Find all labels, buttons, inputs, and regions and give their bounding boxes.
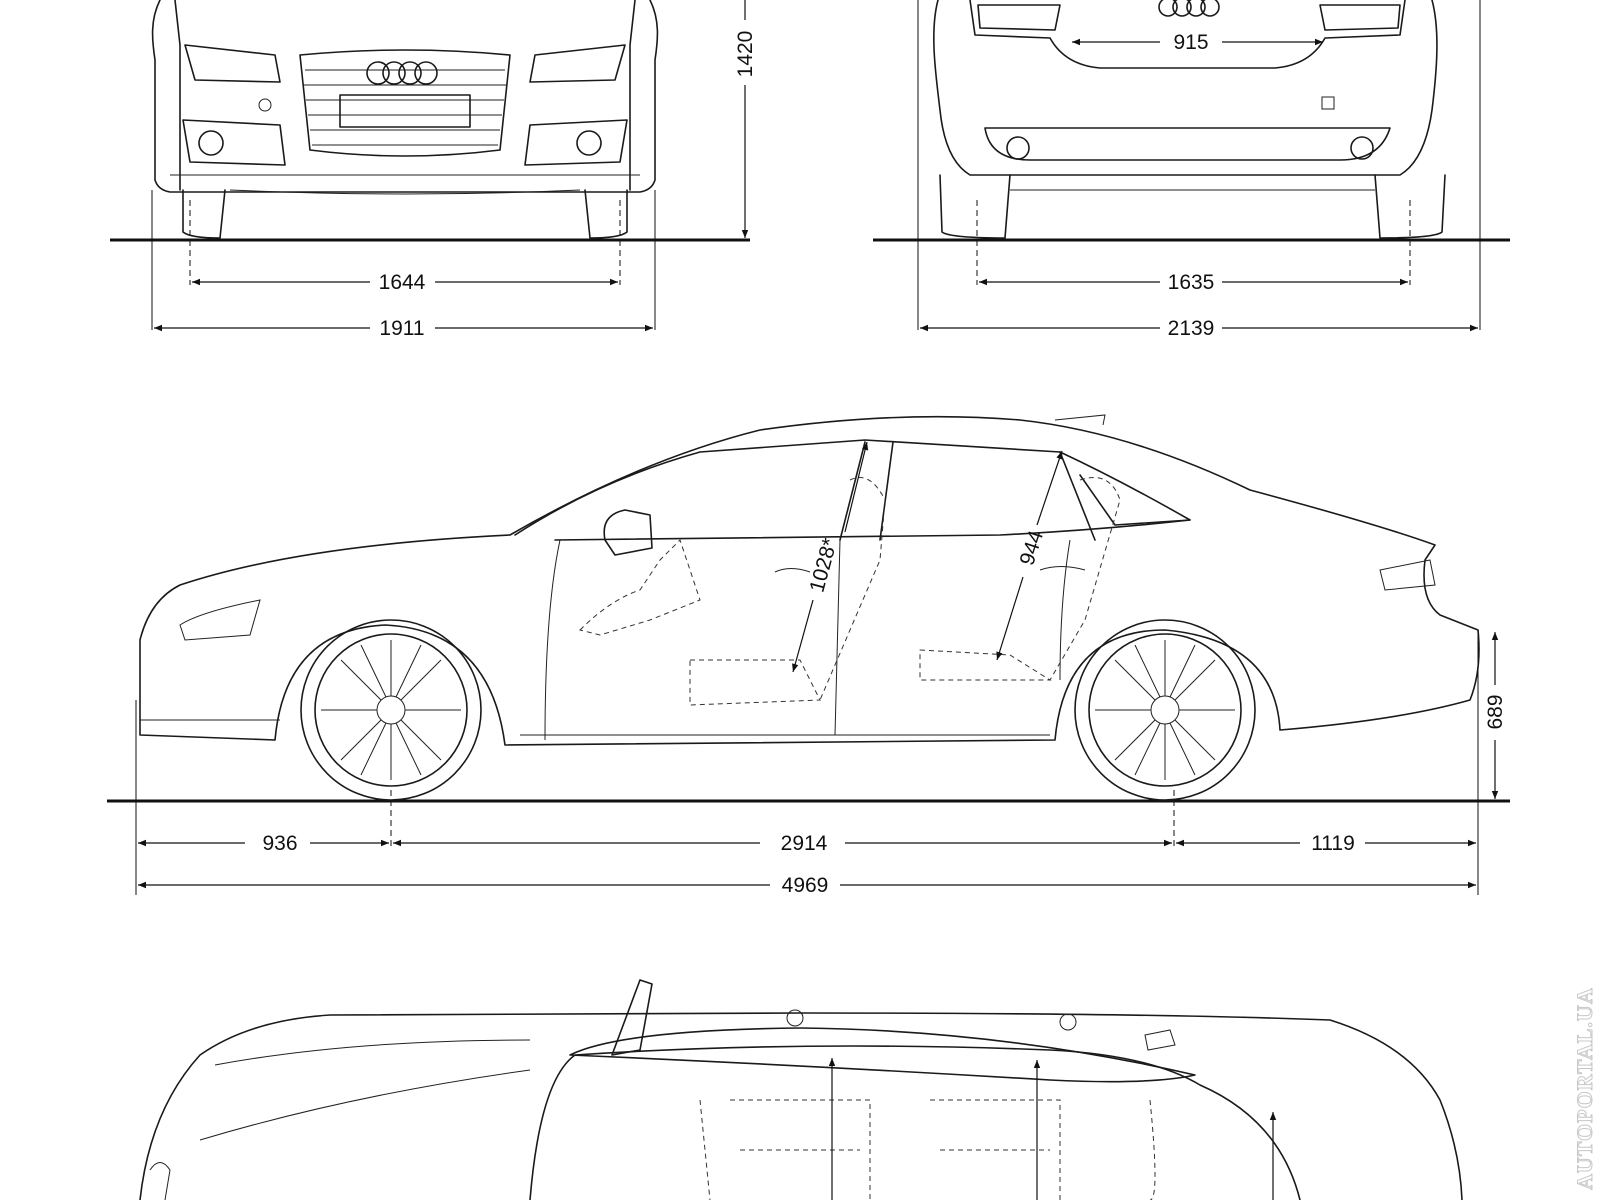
- top-view: [139, 979, 1463, 1200]
- width-dimension: 1911: [379, 317, 424, 340]
- tailgate: [969, 0, 1406, 69]
- side-view: 936 2914 1119 4969 689 1028* 944: [107, 414, 1510, 897]
- front-overhang-dimension: 936: [262, 832, 297, 855]
- side-mirror: [603, 509, 653, 556]
- audi-rings-logo: [366, 61, 438, 85]
- rear-diffuser: [984, 127, 1391, 161]
- front-tyres: [182, 189, 628, 239]
- length-dimension: 4969: [782, 874, 829, 897]
- front-wheel: [300, 619, 482, 801]
- tailgate-width-dimension: 915: [1173, 31, 1208, 54]
- roof-outline: [529, 1045, 1301, 1200]
- front-view: 1644 1911 1420: [110, 0, 757, 340]
- rear-overhang-dimension: 1119: [1311, 832, 1355, 855]
- rear-view: 915 1635 2139: [873, 0, 1510, 340]
- height-dimension: 1420: [734, 31, 757, 78]
- headlights: [184, 44, 626, 83]
- audi-rings-logo: [1158, 0, 1220, 17]
- width-with-mirrors-dimension: 2139: [1168, 317, 1215, 340]
- rear-body-outline: [933, 0, 1438, 176]
- rear-track-dimension: 1635: [1168, 271, 1215, 294]
- watermark: AUTOPORTAL.UA: [1572, 987, 1597, 1190]
- top-body-outline: [139, 1012, 1463, 1200]
- tail-lights: [977, 4, 1401, 31]
- rear-tyres: [939, 174, 1446, 239]
- side-body-outline: [139, 415, 1480, 746]
- fog-light-intakes: [182, 119, 628, 166]
- rear-wheel: [1074, 619, 1256, 801]
- exhaust-right: [1350, 136, 1374, 160]
- wheelbase-dimension: 2914: [781, 832, 828, 855]
- side-headlight: [179, 599, 261, 641]
- front-body-outline: [151, 0, 659, 193]
- side-tail-light: [1379, 559, 1436, 591]
- windshield-glass: [569, 1027, 1196, 1083]
- top-view-mirror: [611, 979, 653, 1056]
- front-track-dimension: 1644: [379, 271, 426, 294]
- front-grille: [299, 49, 511, 157]
- license-plate: [339, 94, 471, 128]
- exhaust-left: [1006, 136, 1030, 160]
- loading-height-dimension: 689: [1484, 694, 1507, 729]
- front-headroom-dimension: 1028*: [806, 536, 842, 595]
